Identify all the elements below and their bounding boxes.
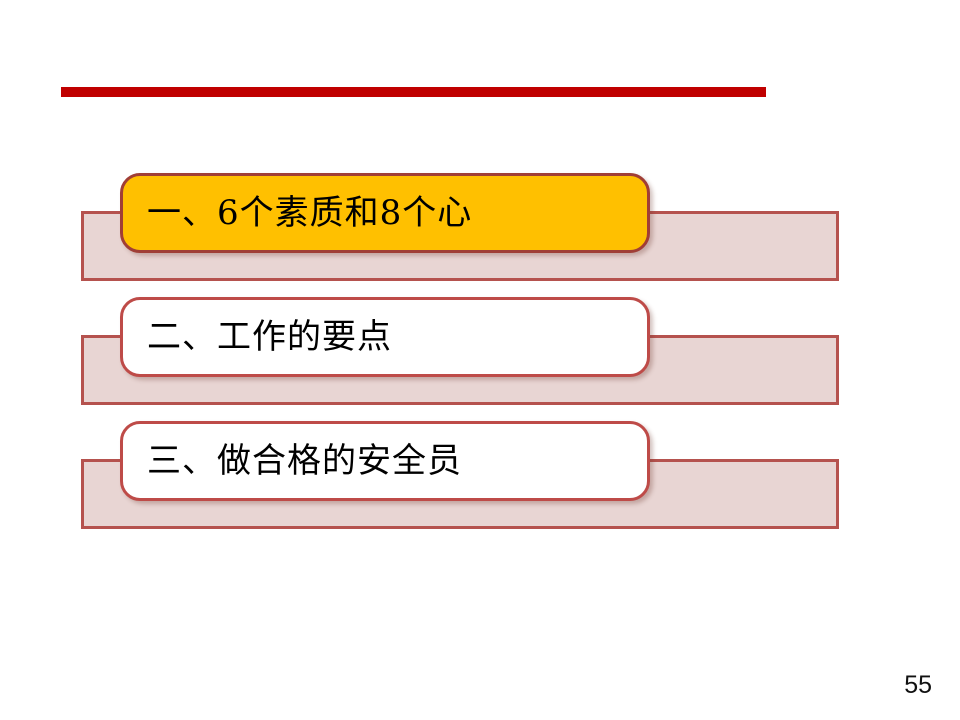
agenda-item-3-label: 三、做合格的安全员 (147, 441, 462, 481)
top-accent-bar (61, 87, 766, 97)
page-number: 55 (904, 671, 932, 699)
agenda-item-3: 三、做合格的安全员 (120, 421, 650, 501)
agenda-item-2-label: 二、工作的要点 (147, 317, 392, 357)
agenda-item-1: 一、6个素质和8个心 (120, 173, 650, 253)
agenda-item-1-label: 一、6个素质和8个心 (147, 193, 473, 233)
agenda-item-2: 二、工作的要点 (120, 297, 650, 377)
